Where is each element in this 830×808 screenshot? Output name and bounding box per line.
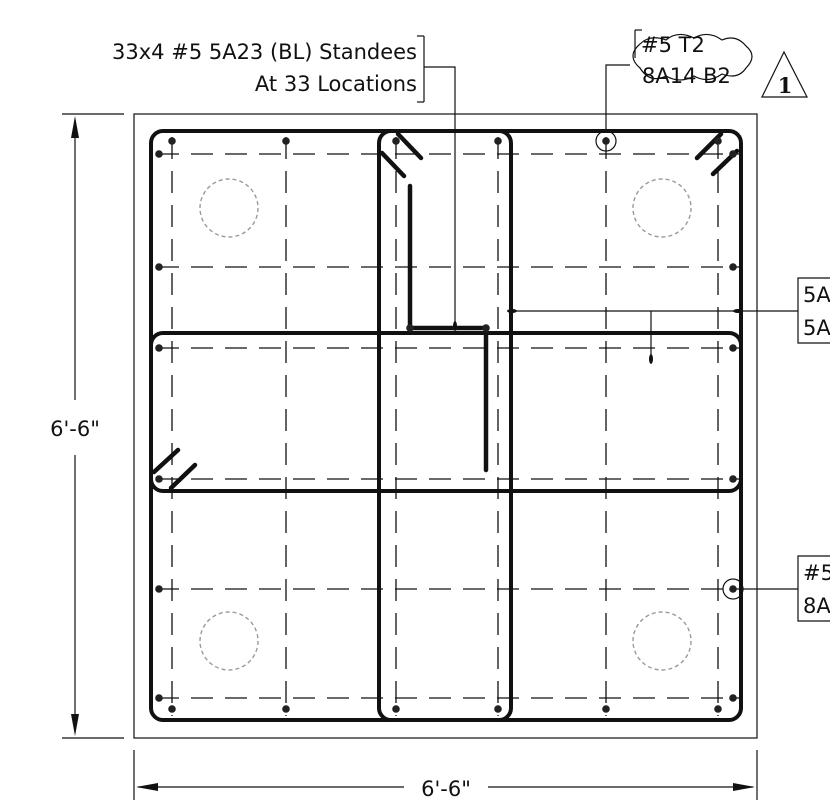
right-tag-a-box bbox=[797, 277, 830, 344]
vertical-rebar-grid bbox=[171, 137, 719, 716]
revision-cloud bbox=[632, 33, 753, 81]
top-tag-line2: 8A14 B2 bbox=[642, 64, 731, 88]
standees-note-line2: At 33 Locations bbox=[255, 72, 417, 96]
vertical-rebar-band bbox=[377, 129, 513, 722]
pile-top-left bbox=[199, 178, 259, 238]
horizontal-dimension-label: 6'-6" bbox=[421, 777, 471, 801]
callout-marker-top bbox=[595, 130, 617, 152]
pile-bottom-right bbox=[632, 611, 692, 671]
vertical-dimension-label: 6'-6" bbox=[50, 417, 100, 441]
rebar-dots bbox=[155, 137, 737, 713]
standees-note-line1: 33x4 #5 5A23 (BL) Standees bbox=[112, 40, 417, 64]
horizontal-rebar-grid bbox=[157, 153, 740, 699]
revision-triangle bbox=[761, 50, 808, 98]
horizontal-dimension bbox=[133, 750, 758, 800]
vertical-dimension bbox=[62, 113, 124, 739]
standee-leader bbox=[424, 66, 456, 324]
right-tag-a-line1: 5A bbox=[803, 283, 830, 307]
revision-number: 1 bbox=[778, 73, 793, 98]
footing-outline bbox=[133, 113, 758, 739]
right-tag-b-line1: #5 bbox=[803, 561, 830, 585]
right-tag-b-line2: 8A bbox=[803, 594, 830, 618]
outer-rebar-hoop bbox=[149, 129, 743, 722]
top-tag-line1: #5 T2 bbox=[641, 33, 705, 57]
right-tag-b-box bbox=[797, 555, 830, 622]
right-tag-a-line2: 5A bbox=[803, 316, 830, 340]
leader-ticks bbox=[453, 309, 743, 364]
pile-bottom-left bbox=[199, 611, 259, 671]
standee-bar bbox=[407, 183, 489, 473]
callout-marker-right-dot bbox=[729, 585, 737, 593]
top-tag-leader bbox=[605, 64, 630, 130]
horizontal-rebar-band bbox=[149, 331, 743, 493]
pile-top-right bbox=[632, 178, 692, 238]
